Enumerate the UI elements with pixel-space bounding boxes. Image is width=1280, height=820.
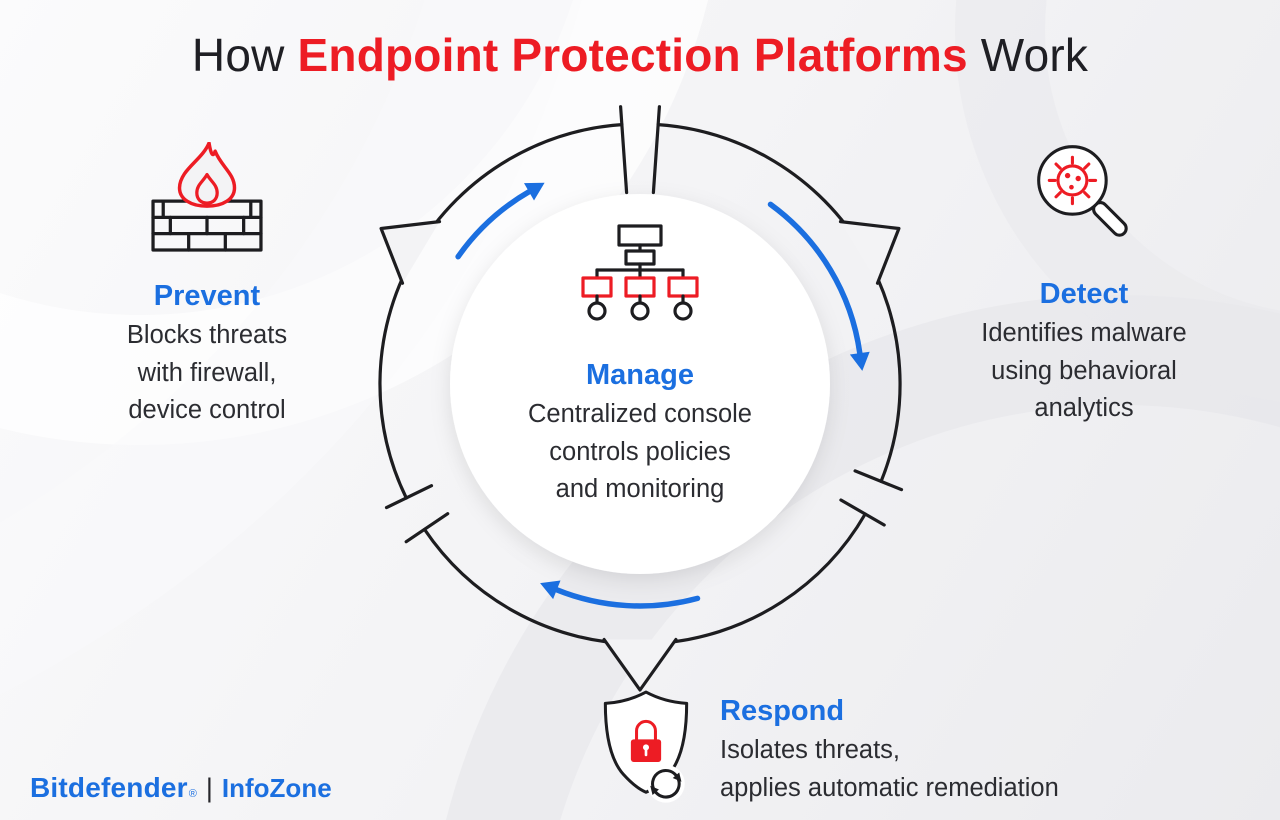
manage-heading: Manage [586,359,694,391]
manage-line: Centralized console [528,400,752,428]
refresh-arrows-icon [646,764,685,803]
padlock-icon [630,719,662,763]
brick-wall-icon [151,199,263,252]
cycle-arrow-bottom [540,580,701,609]
ring-notch-bottom [602,637,678,692]
page-title: How Endpoint Protection Platforms Work [0,28,1280,82]
respond-icon-wrap [594,686,698,806]
brand-footer: Bitdefender ® | InfoZone [30,772,332,804]
ring-gap-ticks [384,105,904,544]
swirl-arc [0,0,708,445]
manage-line: controls policies [549,437,731,466]
swirl-arc [446,295,1280,820]
prevent-description: Blocks threats with firewall, device con… [72,317,342,430]
swirl-arc [955,0,1280,402]
prevent-heading: Prevent [153,280,261,312]
detect-description: Identifies malware using behavioral anal… [948,315,1220,428]
detect-section: Detect Identifies malware using behavior… [948,138,1220,428]
cycle-ring-diagram [378,105,904,692]
detect-line: using behavioral [991,356,1177,385]
ring-notch-top-right [838,220,901,285]
respond-heading: Respond [720,695,845,727]
detect-heading: Detect [1039,278,1129,310]
malware-magnifier-icon [1037,145,1128,237]
ring-notch-top-left [379,220,442,285]
prevent-section: Prevent Blocks threats with firewall, de… [72,141,342,430]
footer-divider: | [205,773,213,803]
title-highlight: Endpoint Protection Platforms [297,29,968,81]
respond-section: Respond Isolates threats, applies automa… [720,694,1200,807]
malware-germ-icon [1047,155,1098,206]
shield-lock-refresh-icon [603,690,689,803]
hierarchy-console-icon [581,224,699,321]
manage-section: Manage Centralized console controls poli… [480,224,800,509]
swirl-arc [0,0,582,695]
cycle-arrow-top-right [767,201,870,371]
inner-disc [450,194,830,574]
title-prefix: How [191,29,285,81]
title-suffix: Work [980,29,1089,81]
bitdefender-logo: Bitdefender [30,772,188,803]
detect-line: Identifies malware [981,319,1187,347]
detect-line: analytics [1034,394,1134,422]
flame-icon [177,141,237,208]
infozone-label: InfoZone [221,773,332,803]
manage-line: and monitoring [555,475,725,503]
respond-line: Isolates threats, [720,736,901,764]
registered-mark: ® [188,788,197,800]
prevent-line: device control [128,396,286,424]
respond-line: applies automatic remediation [720,773,1059,802]
respond-description: Isolates threats, applies automatic reme… [720,732,1200,807]
prevent-line: Blocks threats [126,321,288,349]
cycle-arrow-top-left [455,182,545,260]
manage-description: Centralized console controls policies an… [480,396,800,509]
firewall-flame-icon [151,141,263,252]
prevent-line: with firewall, [137,358,277,387]
